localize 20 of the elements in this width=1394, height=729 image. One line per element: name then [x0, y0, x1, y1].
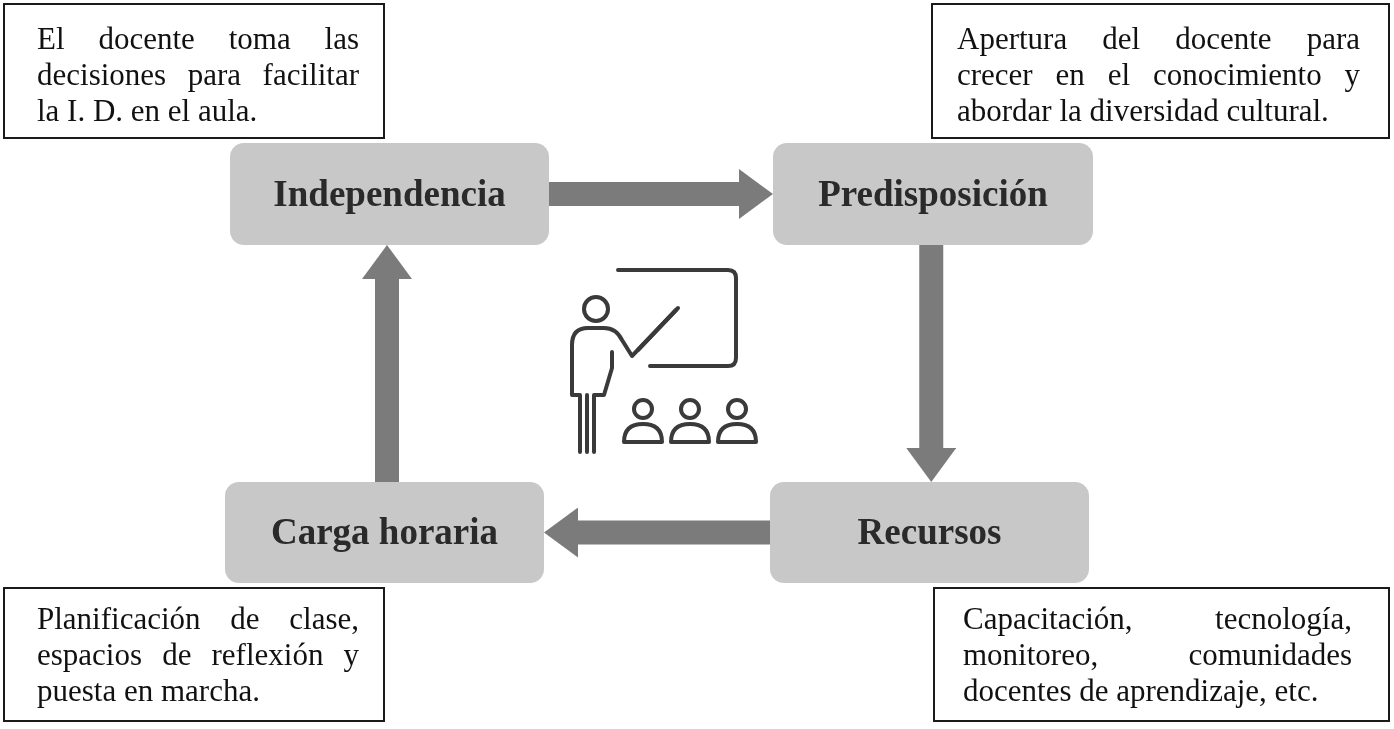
- description-text: Capacitación, tecnología, monitoreo, comunidades docentes de aprendizaje, etc.: [963, 601, 1352, 709]
- block-arrow: [362, 245, 412, 482]
- block-arrow: [544, 507, 770, 558]
- text-box: [931, 3, 1390, 139]
- label-text: Recursos: [857, 510, 1002, 555]
- description-text: Apertura del docente para crecer en el conocimiento y abordar la diversidad cultural.: [957, 21, 1360, 129]
- label-box: [770, 482, 1089, 583]
- text-box: [3, 587, 385, 722]
- label-box: [225, 482, 544, 583]
- label-box: [773, 143, 1093, 245]
- text-box: [3, 3, 385, 139]
- description-text: Planificación de clase, espacios de reflexión y puesta en marcha.: [37, 601, 359, 709]
- label-text: Predisposición: [818, 171, 1048, 216]
- block-arrow: [549, 169, 773, 219]
- label-text: Carga horaria: [270, 510, 499, 555]
- label-box: [230, 143, 549, 245]
- block-arrow: [906, 245, 957, 482]
- text-box: [933, 587, 1390, 722]
- label-text: Independencia: [273, 171, 506, 216]
- description-text: El docente toma las decisiones para facilitar la I. D. en el aula.: [37, 21, 359, 129]
